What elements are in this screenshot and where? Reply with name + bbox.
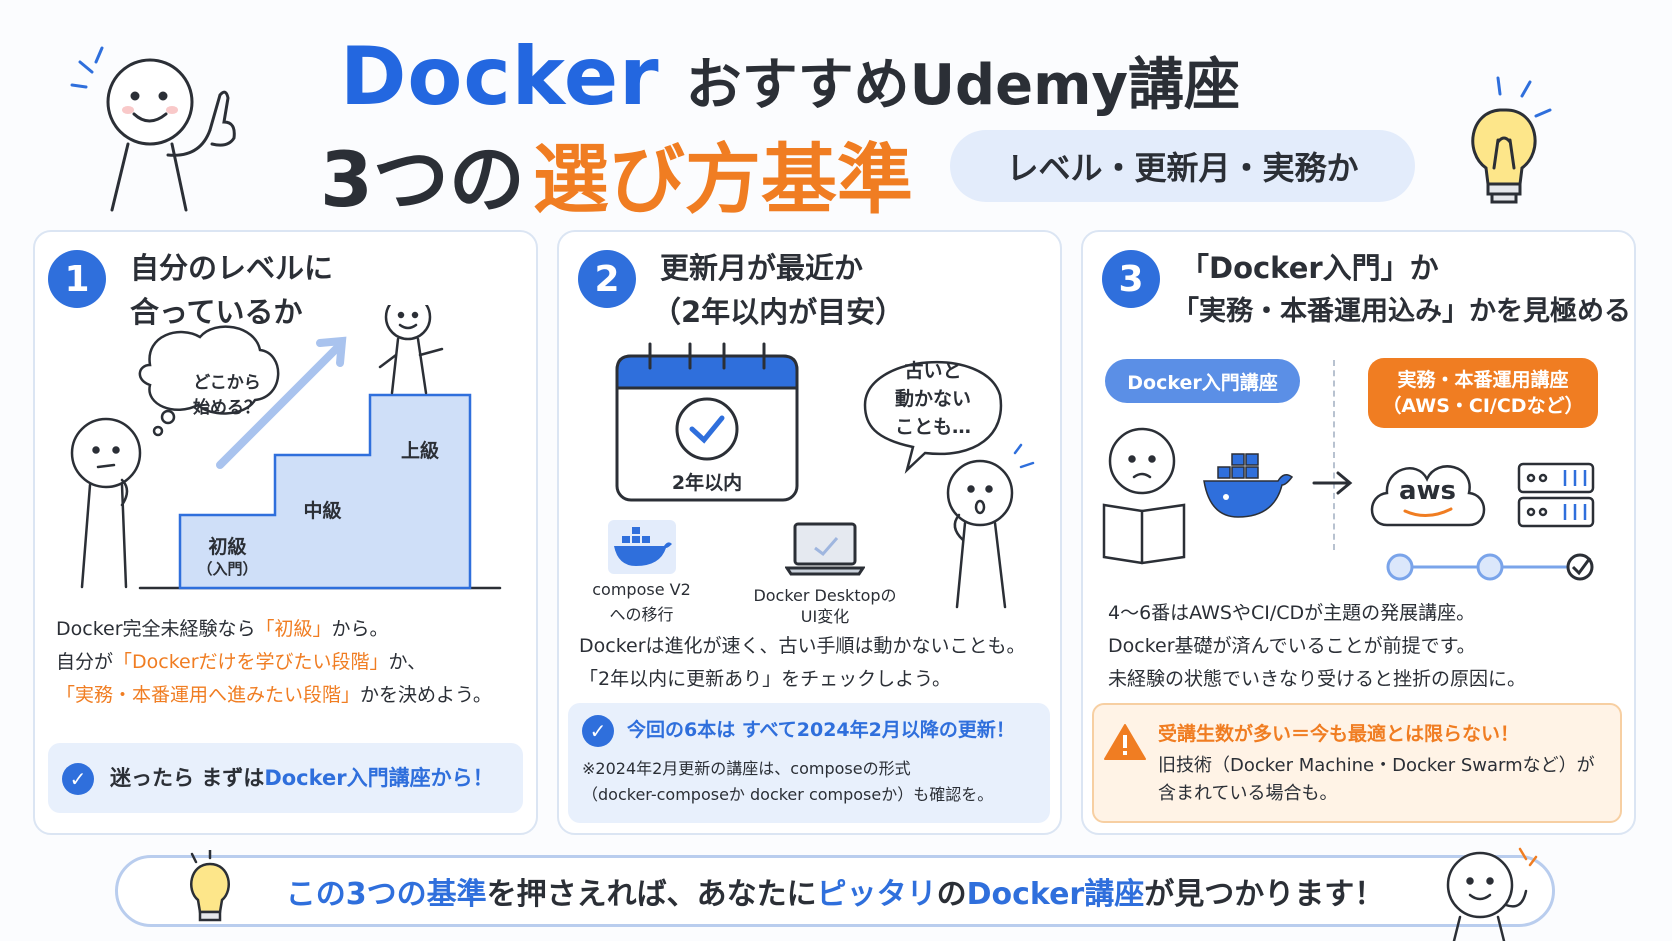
card3-title-line2: 「実務・本番運用込み」かを見極める <box>1172 296 1631 327</box>
aws-cloud-icon <box>1370 465 1486 527</box>
card1-title-line1: 自分のレベルに <box>130 251 334 285</box>
card3-body-line1: 4〜6番はAWSやCI/CDが主題の発展講座。 <box>1108 602 1476 624</box>
thought-line1: どこから <box>193 373 261 393</box>
step-middle: 中級 <box>303 500 342 522</box>
criteria-summary-pill: レベル・更新月・実務か <box>950 130 1415 202</box>
server-rack-icon <box>1517 462 1595 528</box>
check-icon: ✓ <box>582 715 614 747</box>
thought-line2: 始める？ <box>193 398 261 418</box>
card3-warning-body1: 旧技術（Docker Machine・Docker Swarmなど）が <box>1158 755 1595 776</box>
worried-person-illustration <box>863 360 1035 609</box>
calendar-label: 2年以内 <box>671 472 743 494</box>
card-number-3: 3 <box>1102 250 1160 308</box>
card3-warning-body2: 含まれている場合も。 <box>1158 783 1338 804</box>
speech-line1: 古いと <box>904 360 962 382</box>
title-criteria: 選び方基準 <box>532 135 913 224</box>
aws-label: aws <box>1398 476 1457 506</box>
tag-pro-course: 実務・本番運用講座 （AWS・CI/CDなど） <box>1368 358 1598 428</box>
pipeline-progress-icon <box>1386 553 1594 581</box>
warning-icon <box>1104 724 1146 760</box>
card1-title-line2: 合っているか <box>130 295 303 329</box>
card-number-2: 2 <box>578 250 636 308</box>
arrow-right-icon <box>1312 471 1353 495</box>
divider-dashed <box>1333 360 1335 550</box>
title-docker: Docker <box>340 30 660 123</box>
docker-whale-icon <box>1203 453 1294 518</box>
card3-body-line3: 未経験の状態でいきなり受けると挫折の原因に。 <box>1108 668 1527 690</box>
title-line-1: Docker おすすめUdemy講座 <box>340 30 1240 123</box>
lightbulb-icon <box>1471 76 1552 204</box>
card2-body-line1: Dockerは進化が速く、古い手順は動かないことも。 <box>579 635 1026 657</box>
card2-title-line1: 更新月が最近か <box>660 251 864 285</box>
staircase-illustration <box>70 305 502 590</box>
icon2-line1: Docker Desktopの <box>753 586 897 605</box>
card3-warning-box <box>1092 703 1622 823</box>
step-beginner-sub: （入門） <box>197 560 258 578</box>
tag-intro-course: Docker入門講座 <box>1105 359 1300 403</box>
check-icon: ✓ <box>62 763 94 795</box>
card2-body-line2: 「2年以内に更新あり」をチェックしよう。 <box>579 668 951 690</box>
laptop-icon <box>785 522 865 576</box>
step-advanced: 上級 <box>400 440 439 462</box>
card-number-1: 1 <box>48 250 106 308</box>
card1-body-line2: 自分が「Dockerだけを学びたい段階」か、 <box>56 651 427 673</box>
icon1-line2: への移行 <box>609 605 674 624</box>
speech-line3: ことも… <box>894 416 971 438</box>
card1-tip-box <box>48 743 523 813</box>
card2-update-note-box <box>568 703 1050 823</box>
title-three: 3つの <box>320 135 525 224</box>
card1-tip-text: 迷ったら まずはDocker入門講座から！ <box>110 766 494 790</box>
icon2-line2: UI変化 <box>800 607 850 626</box>
card3-warning-title: 受講生数が多い＝今も最適とは限らない！ <box>1158 723 1520 745</box>
card1-body-line3: 「実務・本番運用へ進みたい段階」かを決めよう。 <box>56 684 492 706</box>
step-beginner: 初級 <box>208 536 247 558</box>
lightbulb-icon <box>190 850 230 922</box>
docker-whale-icon <box>608 520 676 574</box>
reading-person-illustration <box>1102 427 1186 565</box>
card3-body-line2: Docker基礎が済んでいることが前提です。 <box>1108 635 1476 657</box>
card3-title-line1: 「Docker入門」か <box>1180 251 1439 285</box>
icon1-line1: compose V2 <box>592 580 691 599</box>
smiling-person-illustration <box>1446 847 1538 941</box>
speech-line2: 動かない <box>894 388 971 410</box>
card2-note-sub2: （docker-composeか docker composeか）も確認を。 <box>582 785 994 804</box>
card2-note-sub1: ※2024年2月更新の講座は、composeの形式 <box>582 759 911 778</box>
pointing-person-illustration <box>70 46 236 212</box>
card2-title-line2: （2年以内が目安） <box>652 295 905 329</box>
card1-body-line1: Docker完全未経験なら「初級」から。 <box>56 618 389 640</box>
title-line-2: 3つの 選び方基準 <box>320 118 913 224</box>
card2-note-headline: 今回の6本は すべて2024年2月以降の更新！ <box>627 719 1015 741</box>
title-udemy: おすすめUdemy講座 <box>685 53 1240 118</box>
calendar-icon <box>615 342 799 502</box>
